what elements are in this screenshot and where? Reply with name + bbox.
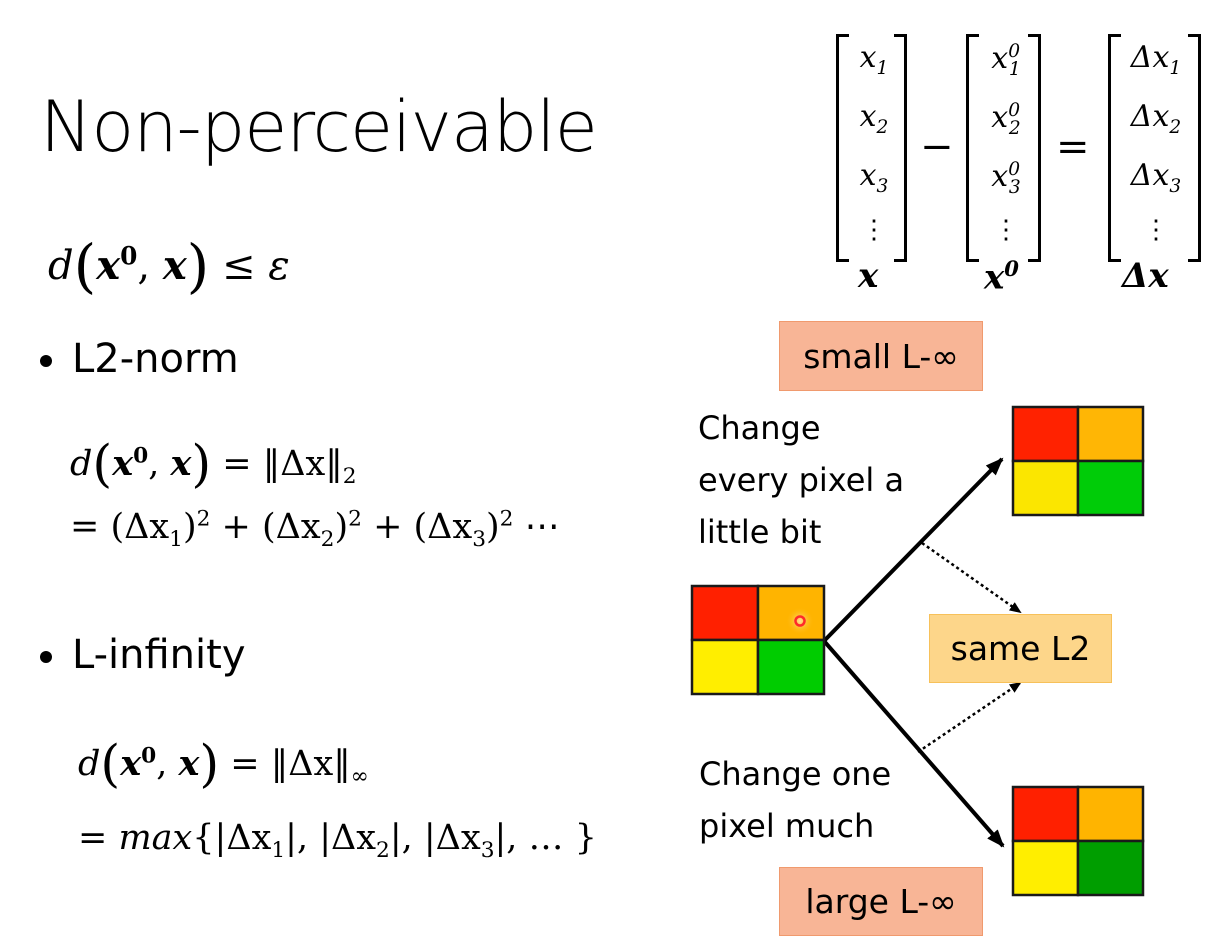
cursor-glow xyxy=(786,607,814,635)
ellipsis: ⋯ xyxy=(513,506,560,547)
pixel-bottom-left xyxy=(690,638,760,696)
caption-line: every pixel a xyxy=(698,461,905,499)
linf-expansion: = max{|Δx1|, |Δx2|, |Δx3|, … } xyxy=(78,818,597,863)
pixel-grid-large-change xyxy=(1011,785,1145,897)
constraint-formula: d(x0, x) ≤ ε xyxy=(48,232,290,300)
vector-delta-x: Δx1 Δx2 Δx3 ⋮ xyxy=(1130,40,1182,246)
cursor-marker-icon xyxy=(794,615,806,627)
small-linf-box: small L-∞ xyxy=(779,321,983,391)
caption-line: little bit xyxy=(698,513,822,551)
pixel-grid-small-change xyxy=(1011,405,1145,517)
vector-x0: x01 x02 x03 ⋮ xyxy=(991,41,1021,246)
equals-sign: = xyxy=(1056,124,1090,170)
leq-symbol: ≤ xyxy=(222,243,256,290)
pixel-top-left xyxy=(1011,405,1080,463)
equals-sign: = xyxy=(70,506,100,547)
minus-sign: − xyxy=(920,124,954,170)
l2-expansion: = (Δx1)2 + (Δx2)2 + (Δx3)2 ⋯ xyxy=(70,506,560,552)
pixel-top-left xyxy=(1011,785,1080,843)
epsilon-symbol: ε xyxy=(268,243,290,290)
term-2: (Δx2)2 + xyxy=(262,506,414,552)
norm-expression: ‖Δx‖ xyxy=(270,743,351,784)
same-l2-box: same L2 xyxy=(929,614,1112,683)
max-func: max xyxy=(118,818,193,858)
dotted-arrow-top xyxy=(921,541,1022,614)
bullet-label: L2-norm xyxy=(72,336,239,382)
pixel-top-left xyxy=(690,584,760,642)
distance-func: d xyxy=(78,743,101,784)
x0-symbol: x xyxy=(120,742,142,784)
x-symbol: x xyxy=(178,742,200,784)
vector-x: x1 x2 x3 ⋮ xyxy=(859,40,889,246)
x-symbol: x xyxy=(170,442,192,484)
distance-func: d xyxy=(70,443,93,484)
caption-line: Change xyxy=(698,409,821,447)
equals-sign: = xyxy=(230,743,260,784)
distance-func: d xyxy=(48,243,74,290)
caption-small-change: Change every pixel a little bit xyxy=(698,402,904,558)
ellipsis-brace: … } xyxy=(528,818,597,858)
large-linf-box: large L-∞ xyxy=(779,867,983,936)
x0-symbol: x xyxy=(112,442,134,484)
dotted-arrow-bottom xyxy=(917,681,1022,754)
caption-line: Change one xyxy=(699,755,892,793)
x0-superscript: 0 xyxy=(133,443,149,469)
bullet-dot-icon xyxy=(40,355,52,367)
bullet-label: L-infinity xyxy=(72,632,246,678)
pixel-grid-original xyxy=(690,584,826,696)
norm-subscript: 2 xyxy=(342,463,357,489)
pixel-top-right xyxy=(1076,785,1145,843)
norm-subscript: ∞ xyxy=(350,763,369,789)
term-3: (Δx3)2 xyxy=(413,506,514,552)
caption-large-change: Change one pixel much xyxy=(699,748,891,852)
norm-expression: ‖Δx‖ xyxy=(262,443,343,484)
equals-sign: = xyxy=(222,443,252,484)
pixel-bottom-right xyxy=(756,638,826,696)
label-x0: x0 xyxy=(984,256,1019,298)
caption-line: pixel much xyxy=(699,807,875,845)
slide-title: Non-perceivable xyxy=(40,86,598,168)
x0-symbol: x xyxy=(96,242,121,290)
bullet-l2-norm: L2-norm xyxy=(40,336,239,382)
arrow-to-large-change xyxy=(822,639,1005,848)
x0-superscript: 0 xyxy=(120,241,138,271)
term-2: |Δx2|, xyxy=(319,818,424,863)
bullet-l-infinity: L-infinity xyxy=(40,632,246,678)
pixel-bottom-right xyxy=(1076,839,1145,897)
x-symbol: x xyxy=(162,242,187,290)
x0-superscript: 0 xyxy=(141,743,157,769)
open-brace: { xyxy=(192,818,215,858)
label-x: x xyxy=(858,256,879,296)
equals-sign: = xyxy=(78,818,119,858)
label-delta-x: Δx xyxy=(1122,256,1169,296)
term-3: |Δx3|, xyxy=(423,818,529,863)
linf-definition: d(x0, x) = ‖Δx‖∞ xyxy=(78,734,369,793)
l2-definition: d(x0, x) = ‖Δx‖2 xyxy=(70,434,357,493)
bullet-dot-icon xyxy=(40,651,52,663)
pixel-bottom-left xyxy=(1011,839,1080,897)
pixel-bottom-right xyxy=(1076,459,1145,517)
arrow-to-small-change xyxy=(822,457,1004,643)
term-1: (Δx1)2 + xyxy=(110,506,262,552)
pixel-bottom-left xyxy=(1011,459,1080,517)
pixel-top-right xyxy=(1076,405,1145,463)
term-1: |Δx1|, xyxy=(214,818,320,863)
vector-difference-equation: x1 x2 x3 ⋮ x − x01 x02 x03 ⋮ x0 = Δx1 Δx… xyxy=(832,28,1202,298)
